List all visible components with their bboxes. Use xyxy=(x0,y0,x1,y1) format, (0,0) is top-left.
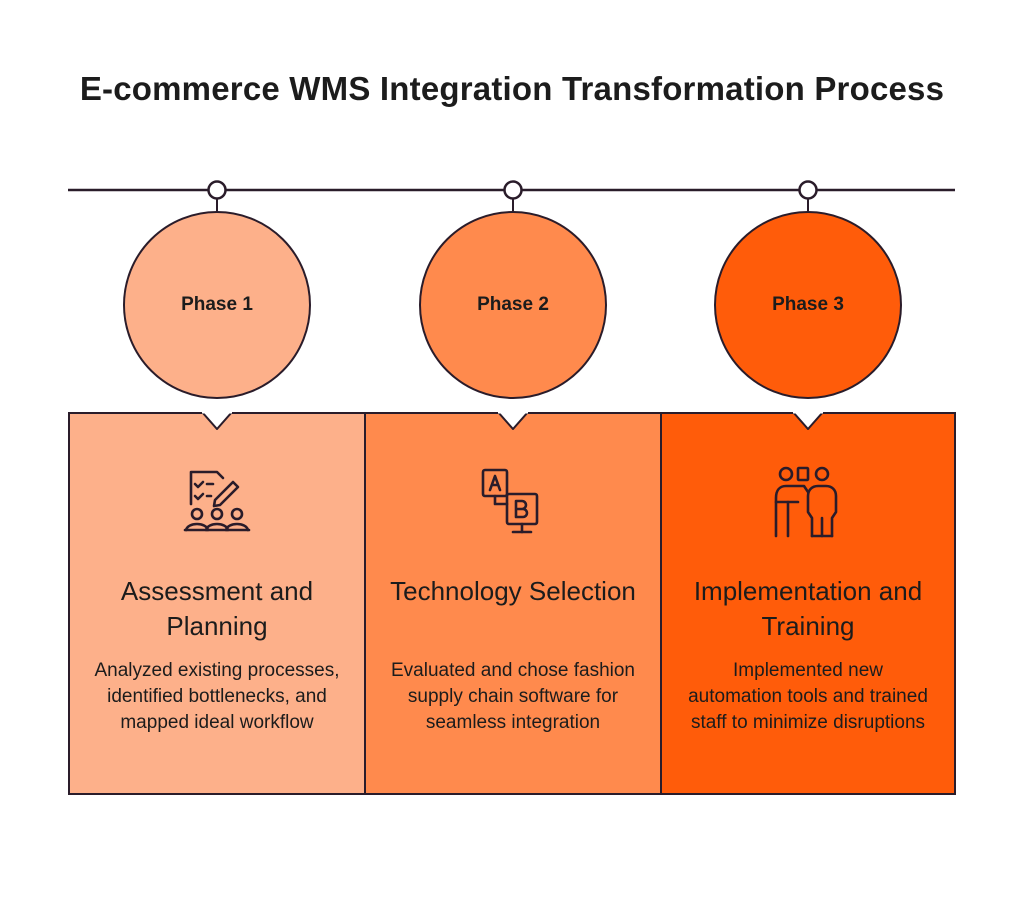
phase-2-label: Phase 2 xyxy=(477,294,549,315)
phase-1-label: Phase 1 xyxy=(181,294,253,315)
phase-3-heading: Implementation and Training xyxy=(693,576,923,641)
phase-1-heading: Assessment and Planning xyxy=(120,576,314,641)
checklist-team-icon xyxy=(183,470,251,532)
phase-3-notch xyxy=(793,412,823,430)
phase-2-circle: Phase 2 xyxy=(419,211,607,399)
phase-2-card: Technology Selection Evaluated and chose… xyxy=(364,412,662,795)
phase-2-description: Evaluated and chose fashion supply chain… xyxy=(390,660,635,733)
phase-1-circle: Phase 1 xyxy=(123,211,311,399)
phase-1-notch xyxy=(202,412,232,430)
presenter-training-icon xyxy=(774,466,838,538)
phase-3-card: Implementation and Training Implemented … xyxy=(660,412,956,795)
phase-1-card: Assessment and Planning Analyzed existin… xyxy=(68,412,366,795)
timeline-node-3 xyxy=(798,180,818,200)
phase-2-heading: Technology Selection xyxy=(390,576,636,606)
phase-2-notch xyxy=(498,412,528,430)
phase-3-description: Implemented new automation tools and tra… xyxy=(688,660,928,733)
timeline-node-1 xyxy=(207,180,227,200)
phase-1-description: Analyzed existing processes, identified … xyxy=(94,660,340,733)
diagram-title: E-commerce WMS Integration Transformatio… xyxy=(79,70,945,107)
timeline-node-2 xyxy=(503,180,523,200)
phase-3-label: Phase 3 xyxy=(772,294,844,315)
phase-3-circle: Phase 3 xyxy=(714,211,902,399)
ab-comparison-icon xyxy=(481,468,539,534)
